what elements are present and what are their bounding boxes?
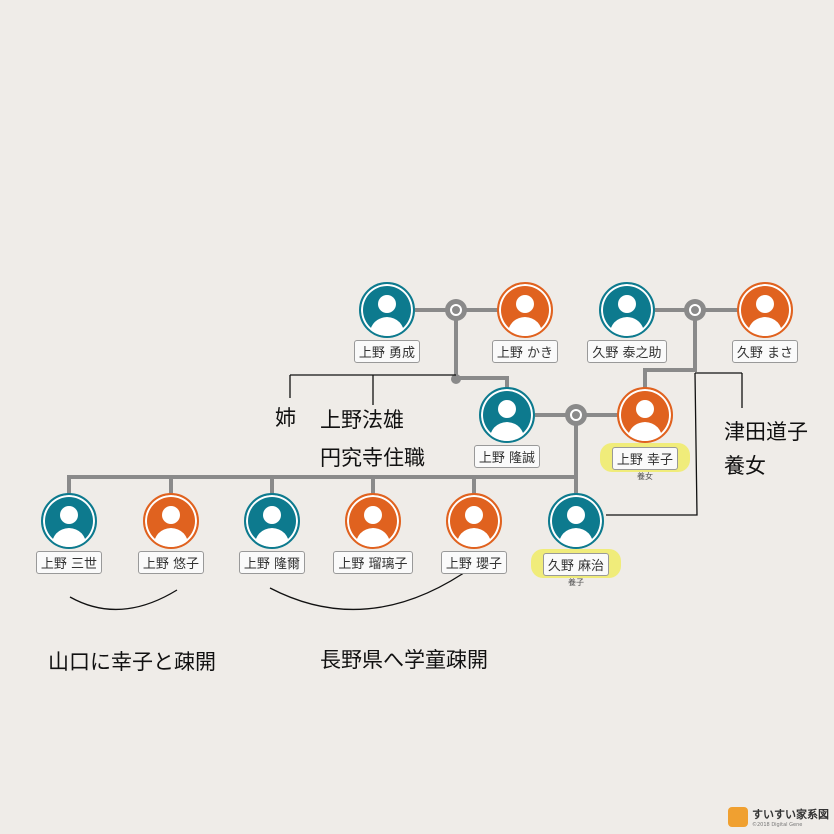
logo-title: すいすい家系図 xyxy=(752,808,829,821)
person-card[interactable]: 久野 まさ xyxy=(705,282,825,363)
person-avatar-icon xyxy=(359,282,415,338)
person-card[interactable]: 上野 瓔子 xyxy=(414,493,534,574)
annotation-sister: 姉 xyxy=(275,406,296,430)
person-avatar-icon xyxy=(244,493,300,549)
person-card[interactable]: 上野 隆誠 xyxy=(447,387,567,468)
person-avatar-icon xyxy=(737,282,793,338)
person-name: 上野 幸子 xyxy=(611,447,679,470)
logo-icon xyxy=(728,807,748,827)
person-avatar-icon xyxy=(617,387,673,443)
person-name: 上野 隆誠 xyxy=(473,445,541,468)
person-card[interactable]: 上野 勇成 xyxy=(327,282,447,363)
person-card[interactable]: 上野 悠子 xyxy=(111,493,231,574)
person-name: 上野 勇成 xyxy=(353,340,421,363)
person-avatar-icon xyxy=(479,387,535,443)
person-avatar-icon xyxy=(446,493,502,549)
annotation-norio-role: 円究寺住職 xyxy=(320,446,425,470)
annotation-yamaguchi: 山口に幸子と疎開 xyxy=(48,650,216,674)
person-card[interactable]: 上野 三世 xyxy=(9,493,129,574)
person-card[interactable]: 久野 麻治養子 xyxy=(516,493,636,588)
logo-copyright: ©2018 Digital Gene xyxy=(752,822,803,828)
person-name: 上野 悠子 xyxy=(137,551,205,574)
person-name: 上野 隆爾 xyxy=(238,551,306,574)
marriage-knot-icon xyxy=(445,299,706,426)
annotation-nagano: 長野県へ学童疎開 xyxy=(320,648,488,672)
person-note: 養子 xyxy=(568,578,584,587)
annotation-michiko-role: 養女 xyxy=(724,454,766,478)
person-name: 上野 瑠璃子 xyxy=(333,551,413,574)
person-name: 久野 泰之助 xyxy=(587,340,667,363)
annotation-norio-name: 上野法雄 xyxy=(320,408,404,432)
person-avatar-icon xyxy=(41,493,97,549)
person-name: 上野 三世 xyxy=(35,551,103,574)
person-note: 養女 xyxy=(637,472,653,481)
person-card[interactable]: 上野 幸子養女 xyxy=(585,387,705,482)
person-card[interactable]: 上野 隆爾 xyxy=(212,493,332,574)
person-avatar-icon xyxy=(548,493,604,549)
person-avatar-icon xyxy=(497,282,553,338)
person-card[interactable]: 上野 かき xyxy=(465,282,585,363)
person-avatar-icon xyxy=(143,493,199,549)
person-card[interactable]: 久野 泰之助 xyxy=(567,282,687,363)
person-card[interactable]: 上野 瑠璃子 xyxy=(313,493,433,574)
person-name: 上野 瓔子 xyxy=(440,551,508,574)
annotation-michiko-name: 津田道子 xyxy=(724,420,808,444)
person-name: 上野 かき xyxy=(491,340,559,363)
annotation-lines xyxy=(69,372,743,611)
person-avatar-icon xyxy=(345,493,401,549)
app-logo: すいすい家系図 ©2018 Digital Gene xyxy=(728,806,829,828)
person-name: 久野 まさ xyxy=(731,340,799,363)
person-avatar-icon xyxy=(599,282,655,338)
person-name: 久野 麻治 xyxy=(542,553,610,576)
